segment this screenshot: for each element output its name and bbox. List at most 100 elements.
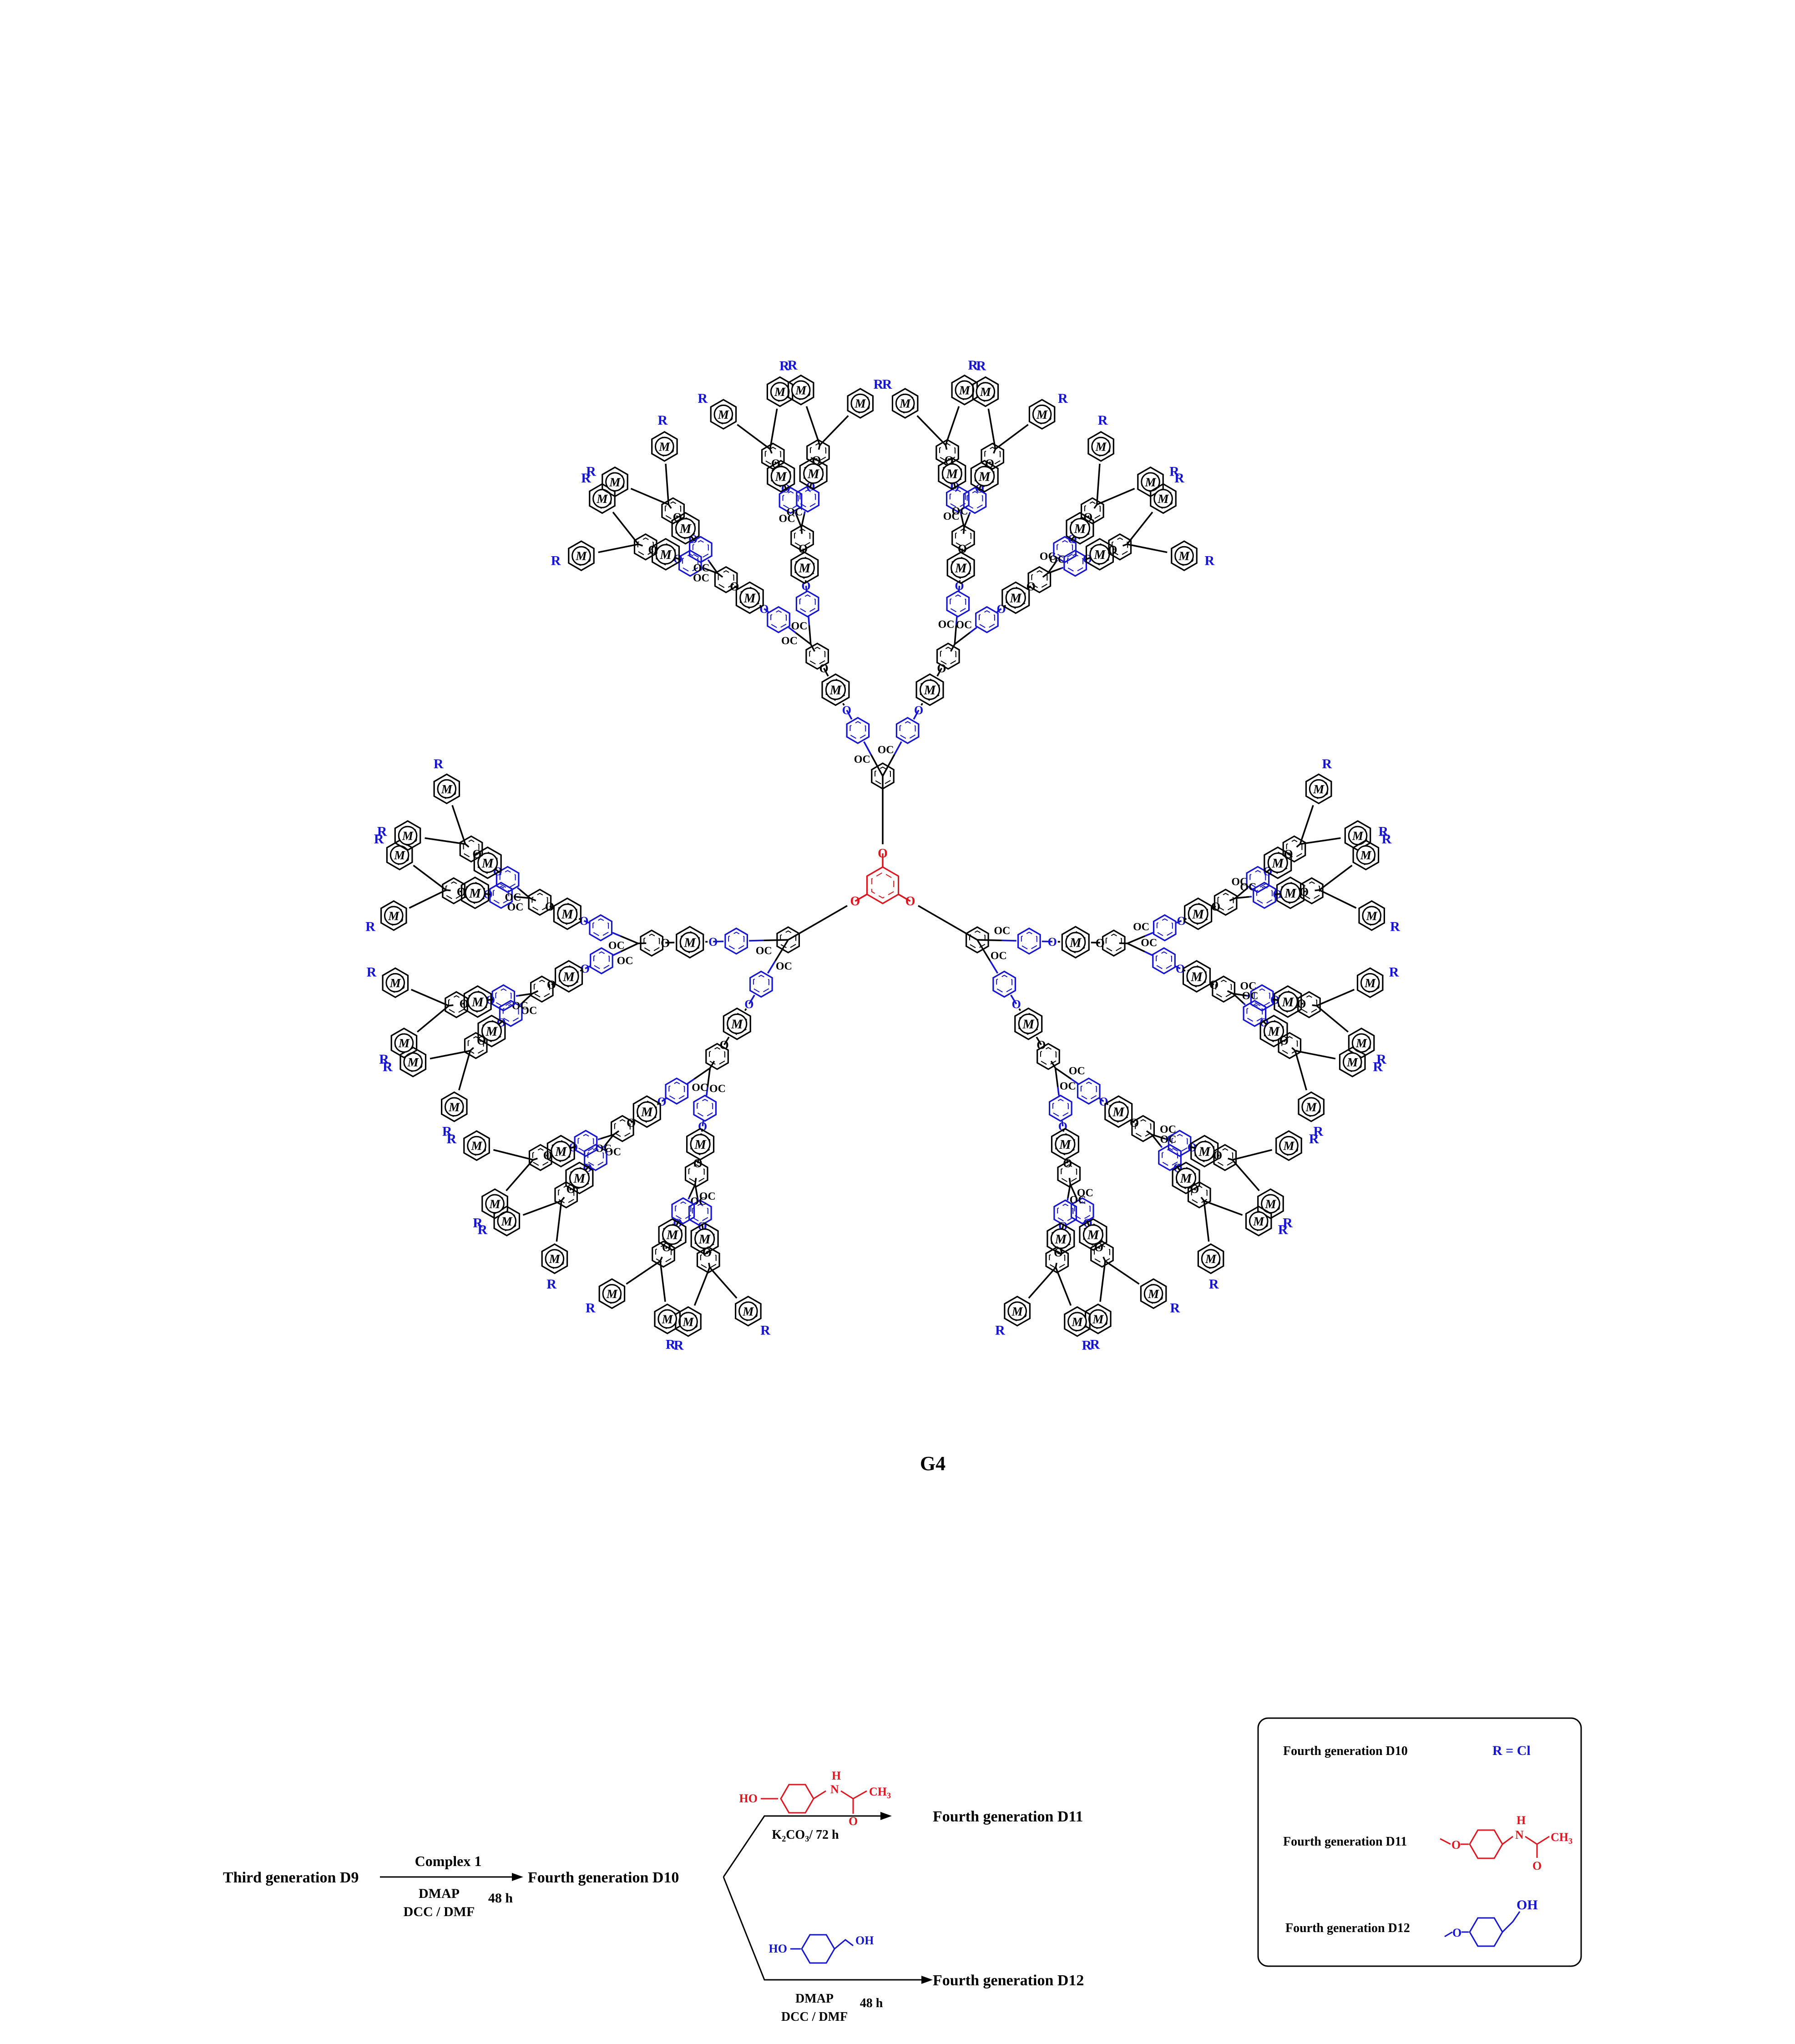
legend-d11-ring bbox=[1469, 1829, 1503, 1859]
benzyl-spacer-ring bbox=[574, 1130, 598, 1157]
phenyl-ring-inner bbox=[700, 1250, 717, 1269]
benzyl-spacer-ring bbox=[693, 1095, 717, 1122]
metal-center-circle bbox=[1263, 1020, 1284, 1041]
legend-d12-structure: O OH bbox=[1444, 1897, 1538, 1947]
bond bbox=[723, 1036, 730, 1045]
terminal-r-group: R bbox=[477, 1222, 487, 1238]
phenyl-ring bbox=[554, 1181, 578, 1209]
metal-center-circle bbox=[675, 518, 696, 539]
bond bbox=[1316, 1005, 1349, 1033]
terminal-r-group: R bbox=[1283, 1216, 1293, 1231]
metal-arene-ring bbox=[658, 1218, 687, 1251]
terminal-r-group: R bbox=[976, 358, 986, 373]
bond bbox=[1203, 1200, 1243, 1216]
metal-symbol: M bbox=[1352, 829, 1364, 842]
legend-d11-bond bbox=[1502, 1836, 1513, 1845]
legend-d11-o: O bbox=[1451, 1838, 1461, 1851]
benzyl-spacer-ring-inner bbox=[966, 491, 983, 510]
ether-oxygen-label: O bbox=[759, 602, 769, 615]
terminal-r-group: R bbox=[788, 358, 798, 373]
ester-linker-bond bbox=[519, 888, 531, 899]
ether-bond bbox=[913, 710, 920, 720]
metal-arene-ring bbox=[651, 431, 678, 462]
phenyl-ring-inner bbox=[655, 1244, 672, 1264]
ester-oc-label: OC bbox=[786, 506, 803, 518]
bond bbox=[1127, 543, 1168, 553]
metal-arene-ring bbox=[946, 551, 975, 584]
metal-arene-ring bbox=[1087, 431, 1114, 462]
phenyl-ring-inner bbox=[794, 528, 811, 548]
ether-oxygen-label: O bbox=[744, 998, 753, 1011]
benzyl-spacer-ring bbox=[846, 717, 870, 744]
metal-arene-ring bbox=[1150, 483, 1177, 514]
metal-symbol: M bbox=[1271, 856, 1284, 871]
metal-arene-ring bbox=[821, 673, 850, 706]
bond bbox=[987, 408, 996, 450]
bond bbox=[1055, 1263, 1057, 1268]
metal-symbol: M bbox=[407, 1055, 419, 1069]
benzyl-spacer-bond bbox=[1055, 559, 1058, 563]
bond bbox=[598, 543, 639, 553]
metal-symbol: M bbox=[562, 969, 575, 984]
reagent-phenyl-ring bbox=[780, 1784, 814, 1814]
phenyl-ring bbox=[790, 524, 814, 552]
metal-arene-ring bbox=[1358, 900, 1385, 931]
ether-bond bbox=[661, 1097, 667, 1102]
bond bbox=[465, 843, 470, 848]
benzyl-spacer-ring-inner bbox=[949, 489, 966, 509]
bond bbox=[626, 1260, 661, 1285]
benzyl-spacer-ring bbox=[779, 487, 803, 514]
legend-d11-h: H bbox=[1517, 1814, 1526, 1827]
bond bbox=[708, 1263, 711, 1268]
metal-symbol: M bbox=[1087, 1228, 1100, 1243]
benzyl-spacer-ring-inner bbox=[592, 918, 609, 938]
condition-time-1: 48 h bbox=[488, 1891, 513, 1906]
metal-center-circle bbox=[444, 1097, 464, 1117]
bond bbox=[506, 1159, 534, 1192]
metal-center-circle bbox=[770, 466, 791, 487]
metal-symbol: M bbox=[501, 1214, 513, 1228]
terminal-r-group: R bbox=[1376, 1052, 1386, 1067]
ester-oc-label: OC bbox=[938, 619, 955, 631]
phenyl-ring-inner bbox=[955, 528, 971, 548]
phenyl-ring bbox=[1081, 497, 1104, 525]
bond bbox=[667, 504, 672, 509]
legend-r-equals-cl: R = Cl bbox=[1492, 1743, 1531, 1758]
benzyl-spacer-ring-inner bbox=[782, 491, 799, 510]
benzyl-spacer-ring-inner bbox=[502, 1004, 519, 1023]
bond bbox=[694, 1177, 697, 1185]
phenyl-ring bbox=[1037, 1043, 1060, 1070]
metal-symbol: M bbox=[1009, 591, 1022, 606]
metal-symbol: M bbox=[698, 1232, 711, 1247]
metal-symbol: M bbox=[1284, 886, 1297, 901]
metal-center-circle bbox=[571, 546, 591, 566]
metal-arene-ring bbox=[1190, 1135, 1219, 1168]
bond bbox=[1291, 1047, 1296, 1052]
phenyl-ring bbox=[1214, 888, 1238, 916]
ester-linker-bond bbox=[882, 754, 895, 776]
condition-dcc-dmf-2: DCC / DMF bbox=[781, 2010, 848, 2024]
metal-symbol: M bbox=[1144, 475, 1156, 489]
phenyl-ring-inner bbox=[643, 933, 660, 953]
metal-symbol: M bbox=[1264, 1197, 1276, 1211]
metal-symbol: M bbox=[1313, 782, 1325, 796]
metal-center-circle bbox=[976, 382, 996, 401]
phenyl-ring bbox=[1278, 1032, 1302, 1060]
benzyl-spacer-ring bbox=[584, 1144, 607, 1172]
metal-arene-ring bbox=[1140, 1278, 1167, 1309]
terminal-r-group: R bbox=[968, 358, 978, 373]
legend-d11-n: N bbox=[1515, 1828, 1524, 1841]
phenyl-ring bbox=[1090, 1240, 1114, 1268]
ester-oc-label: OC bbox=[779, 513, 795, 525]
metal-symbol: M bbox=[959, 383, 971, 397]
terminal-r-group: R bbox=[586, 464, 596, 479]
phenyl-ring bbox=[1300, 877, 1324, 905]
metal-center-circle bbox=[895, 393, 915, 413]
metal-center-circle bbox=[1091, 436, 1111, 456]
legend-d11-carbonyl-o: O bbox=[1532, 1859, 1542, 1872]
benzyl-spacer-ring-inner bbox=[577, 1134, 594, 1153]
metal-center-circle bbox=[1065, 932, 1086, 953]
ether-bond bbox=[1042, 940, 1052, 943]
benzyl-spacer-ring-inner bbox=[996, 974, 1013, 994]
